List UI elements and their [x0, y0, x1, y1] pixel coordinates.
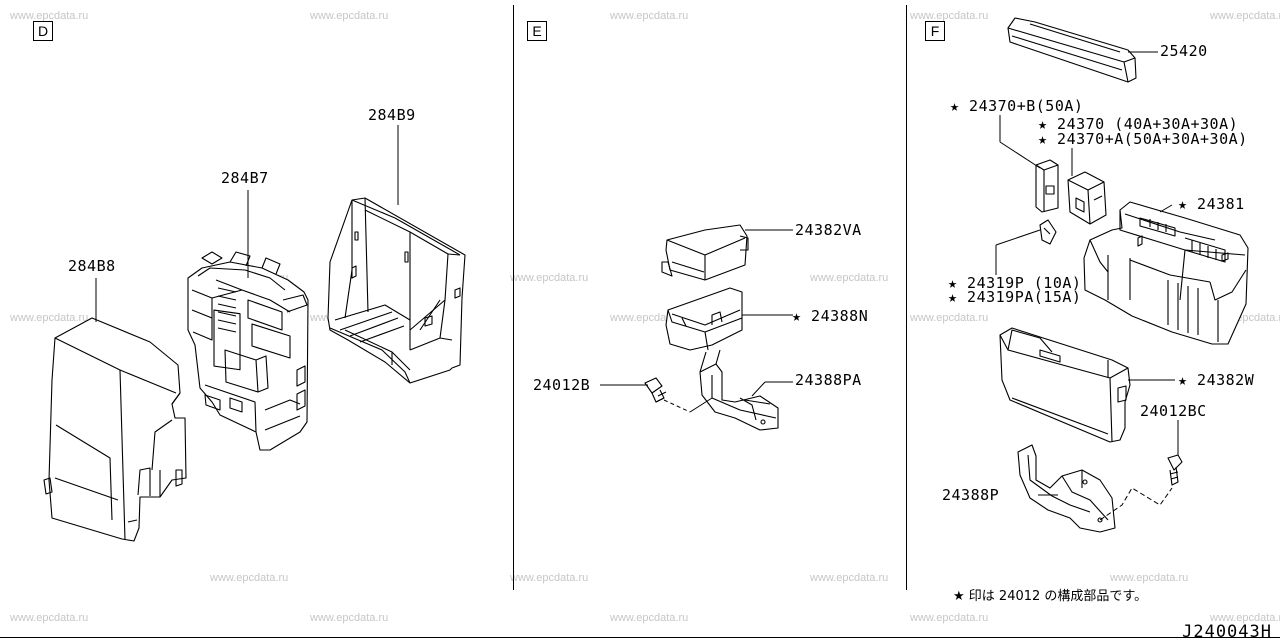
watermark: www.epcdata.ru	[10, 312, 89, 324]
bracket-284b9-drawing	[327, 197, 466, 384]
watermark: www.epcdata.ru	[510, 272, 589, 284]
part-label-24388n[interactable]: ★ 24388N	[792, 307, 869, 325]
part-label-24319pa[interactable]: ★ 24319PA(15A)	[948, 288, 1082, 306]
fuse-24319p-drawing	[1039, 219, 1057, 245]
section-f-leaders	[995, 51, 1179, 521]
part-label-24012bc[interactable]: 24012BC	[1140, 402, 1207, 420]
cover-25420-drawing	[1007, 17, 1137, 83]
part-label-24370a[interactable]: ★ 24370+A(50A+30A+30A)	[1038, 130, 1248, 148]
section-divider	[906, 5, 907, 590]
watermark: www.epcdata.ru	[510, 572, 589, 584]
cover-24382va-drawing	[661, 224, 749, 281]
watermark: www.epcdata.ru	[310, 10, 389, 22]
watermark: www.epcdata.ru	[1210, 10, 1280, 22]
section-divider	[513, 5, 514, 590]
case-24382w-drawing	[999, 327, 1131, 443]
part-label-24382va[interactable]: 24382VA	[795, 221, 862, 239]
watermark: www.epcdata.ru	[10, 612, 89, 624]
section-f-box: F	[925, 21, 945, 41]
bottom-rule	[0, 637, 1280, 638]
watermark: www.epcdata.ru	[210, 572, 289, 584]
fuse-block-24381-drawing	[1083, 201, 1249, 345]
watermark: www.epcdata.ru	[810, 272, 889, 284]
part-label-24388p[interactable]: 24388P	[942, 486, 1000, 504]
watermark: www.epcdata.ru	[910, 312, 989, 324]
bracket-24388pa-drawing	[699, 349, 779, 431]
watermark: www.epcdata.ru	[1210, 612, 1280, 624]
part-label-284b9[interactable]: 284B9	[368, 106, 416, 124]
part-label-24388pa[interactable]: 24388PA	[795, 371, 862, 389]
part-label-284b8[interactable]: 284B8	[68, 257, 116, 275]
bracket-24388p-drawing	[1017, 444, 1116, 533]
footnote: ★ 印は 24012 の構成部品です。	[953, 589, 1148, 604]
part-label-25420[interactable]: 25420	[1160, 42, 1208, 60]
bolt-24012bc-drawing	[1167, 454, 1183, 486]
watermark: www.epcdata.ru	[10, 10, 89, 22]
diagram-code: J240043H	[1182, 622, 1272, 642]
watermark: www.epcdata.ru	[1110, 572, 1189, 584]
cover-284b8-drawing	[43, 317, 187, 542]
part-label-284b7[interactable]: 284B7	[221, 169, 269, 187]
section-e-leaders	[600, 229, 793, 413]
part-label-24370b[interactable]: ★ 24370+B(50A)	[950, 97, 1084, 115]
section-d-leaders	[95, 125, 399, 322]
part-label-24370[interactable]: ★ 24370 (40A+30A+30A)	[1038, 115, 1239, 133]
watermark: www.epcdata.ru	[610, 10, 689, 22]
fuse-block-284b7-drawing	[187, 251, 309, 451]
watermark: www.epcdata.ru	[310, 612, 389, 624]
part-label-24012b[interactable]: 24012B	[533, 376, 591, 394]
fuse-24370-drawing	[1067, 171, 1107, 225]
part-label-24382w[interactable]: ★ 24382W	[1178, 371, 1255, 389]
part-label-24319p[interactable]: ★ 24319P (10A)	[948, 274, 1082, 292]
fuse-24370b-drawing	[1035, 159, 1059, 213]
case-24388n-drawing	[665, 287, 743, 351]
part-label-24381[interactable]: ★ 24381	[1178, 195, 1245, 213]
watermark: www.epcdata.ru	[610, 612, 689, 624]
watermark: www.epcdata.ru	[810, 572, 889, 584]
section-e-box: E	[527, 21, 547, 41]
section-d-box: D	[33, 21, 53, 41]
watermark: www.epcdata.ru	[910, 10, 989, 22]
bolt-24012b-drawing	[644, 377, 667, 403]
watermark: www.epcdata.ru	[910, 612, 989, 624]
